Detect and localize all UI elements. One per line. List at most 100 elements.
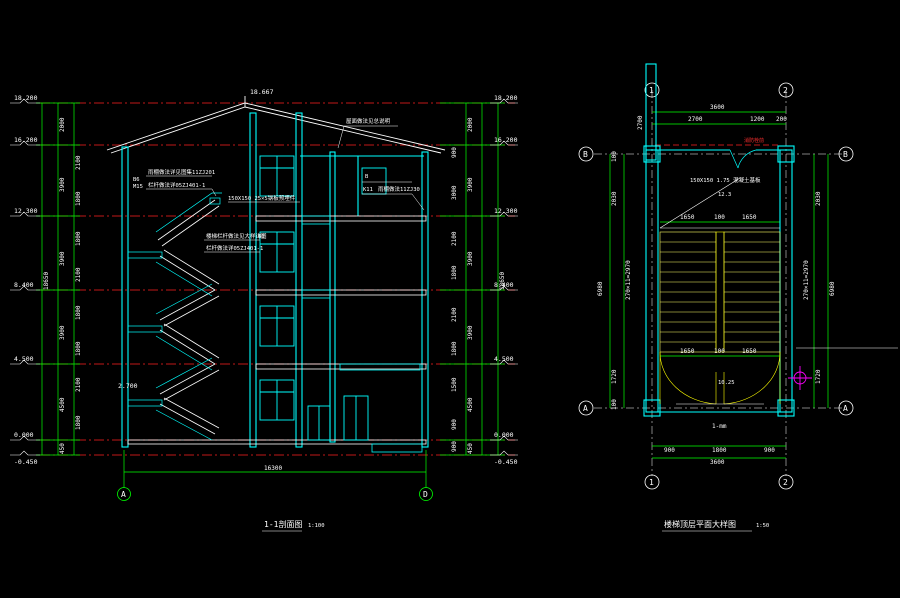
stair-vert-left: 2700	[637, 115, 644, 130]
left-dimension-chains	[36, 102, 80, 456]
axis-bubble-a	[117, 487, 131, 501]
stair-dim-right-1: 6980	[829, 281, 836, 296]
dim-right-total: 18650	[499, 272, 506, 290]
dim-inner-3: 2100	[75, 267, 82, 282]
note-b6-mid: B6	[258, 234, 265, 240]
dim-right-5: 450	[467, 443, 474, 454]
stair-dim-left-5: 270×11=2970	[625, 260, 632, 300]
stair-plan-drawing: 1 2 1 2 B B A A	[578, 63, 898, 532]
dim-rin-0: 900	[451, 147, 458, 158]
stair-dim-left-3: 1720	[611, 369, 618, 384]
stair-dim-right-2: 1720	[815, 369, 822, 384]
axis-b-left: B	[583, 150, 588, 159]
stair-dim-top-1: 2700	[688, 116, 703, 123]
axis-1-top: 1	[649, 86, 654, 95]
level-0000-right: 0.000	[494, 431, 514, 439]
axis-bubbles-section	[117, 487, 433, 501]
stair-dim-left-0: 100	[611, 151, 618, 162]
dim-rin-2: 2100	[451, 231, 458, 246]
axis-label-a: A	[121, 490, 126, 499]
axis-bubble-d	[419, 487, 433, 501]
dim-rin-3: 1800	[451, 265, 458, 280]
axis-2-bottom: 2	[783, 478, 788, 487]
stair-dim-low-2: 1650	[742, 348, 757, 355]
stair-dim-bot-0: 900	[664, 447, 675, 454]
note-railing-1: 栏杆做法详05ZJ401-1	[148, 181, 205, 189]
stair-dim-mid-2: 1650	[742, 214, 757, 221]
axis-bubble-a-left	[578, 400, 594, 416]
level-12300-left: 12.300	[14, 207, 38, 215]
axis-label-d: D	[423, 490, 428, 499]
stair-flights	[157, 199, 220, 435]
dim-inner-5: 1800	[75, 341, 82, 356]
level-16200-left: 16.200	[14, 136, 38, 144]
dim-rin-4: 2100	[451, 307, 458, 322]
dim-right-0: 2000	[467, 117, 474, 132]
stair-dim-mid-1: 100	[714, 214, 725, 221]
section-scale: 1:100	[308, 523, 325, 529]
dim-inner-1: 1800	[75, 191, 82, 206]
stair-landing-level: 12.3	[718, 192, 731, 198]
axis-a-right: A	[843, 404, 848, 413]
axis-bubble-1-top	[644, 82, 660, 98]
axis-bubble-2-top	[778, 82, 794, 98]
stair-note-top: 150X150 1.75 混凝土基板	[690, 176, 761, 184]
vertical-dimension-labels: 2000 3900 3900 3900 4500 450 18650 2100 …	[43, 117, 506, 454]
stair-dim-left-4: 100	[611, 399, 618, 410]
axis-a-left: A	[583, 404, 588, 413]
stair-railings	[127, 192, 222, 441]
stair-dim-bottom-small: 1-mm	[712, 423, 727, 430]
stair-handrail	[659, 177, 780, 405]
level-0000-left: 0.000	[14, 431, 34, 439]
level-16200-right: 16.200	[494, 136, 518, 144]
overall-width-label: 16300	[264, 465, 282, 472]
section-drawing: 18.200 16.200 12.300 8.400 4.500 0.000 -…	[10, 88, 518, 532]
level-4500-left: 4.500	[14, 355, 34, 363]
floor-slabs	[127, 215, 427, 453]
dim-rin-5: 1800	[451, 341, 458, 356]
stair-dim-top-3: 200	[776, 116, 787, 123]
note-canopy-2: 雨棚做法11ZJ30	[378, 185, 420, 193]
axis-b-right: B	[843, 150, 848, 159]
note-canopy-1: 雨棚做法详见图集11ZJ201	[148, 168, 215, 176]
note-roof: 屋面做法见总说明	[346, 117, 391, 125]
dim-rin-1: 3000	[451, 185, 458, 200]
stair-axis-bubbles	[578, 82, 854, 490]
axis-2-top: 2	[783, 86, 788, 95]
dim-left-0: 2000	[59, 117, 66, 132]
level-12300-right: 12.300	[494, 207, 518, 215]
stair-dim-right-0: 2030	[815, 191, 822, 206]
note-stair-railing: 楼梯栏杆做法见大样详图	[206, 232, 267, 240]
stair-dimension-lines	[609, 111, 829, 459]
dim-right-3: 3900	[467, 325, 474, 340]
ridge-level: 18.667	[250, 88, 274, 96]
dim-inner-0: 2100	[75, 155, 82, 170]
stair-dim-left-1: 2030	[611, 191, 618, 206]
axis-bubble-2-bottom	[778, 474, 794, 490]
axis-1-bottom: 1	[649, 478, 654, 487]
stair-dim-low-0: 1650	[680, 348, 695, 355]
stair-dim-bot-1: 1800	[712, 447, 727, 454]
dim-rin-8: 900	[451, 441, 458, 452]
note-railing-2: 栏杆做法详05ZJ401-1	[206, 244, 263, 252]
stair-note-red: 消防栓前	[744, 137, 764, 144]
section-title: 1-1剖面图	[264, 519, 302, 529]
dim-left-1: 3900	[59, 177, 66, 192]
stair-dim-left-2: 6980	[597, 281, 604, 296]
annotation-leaders	[146, 125, 425, 253]
axis-bubble-1-bottom	[644, 474, 660, 490]
note-b: B	[365, 174, 369, 180]
dim-left-4: 4500	[59, 397, 66, 412]
note-m15: M15	[133, 184, 143, 190]
stair-walls	[643, 63, 795, 417]
stair-dim-bot-3: 3600	[710, 459, 725, 466]
roof	[106, 96, 446, 154]
note-embed: 150X150 25×5钢板预埋件	[228, 194, 296, 202]
annotation-texts: 屋面做法见总说明 B6 M15 雨棚做法详见图集11ZJ201 栏杆做法详05Z…	[133, 117, 420, 252]
stair-dim-mid-0: 1650	[680, 214, 695, 221]
stair-title: 楼梯顶层平面大样图	[664, 519, 736, 529]
stair-dim-right-3: 270×11=2970	[803, 260, 810, 300]
dim-inner-4: 1800	[75, 305, 82, 320]
stair-door	[729, 149, 757, 169]
